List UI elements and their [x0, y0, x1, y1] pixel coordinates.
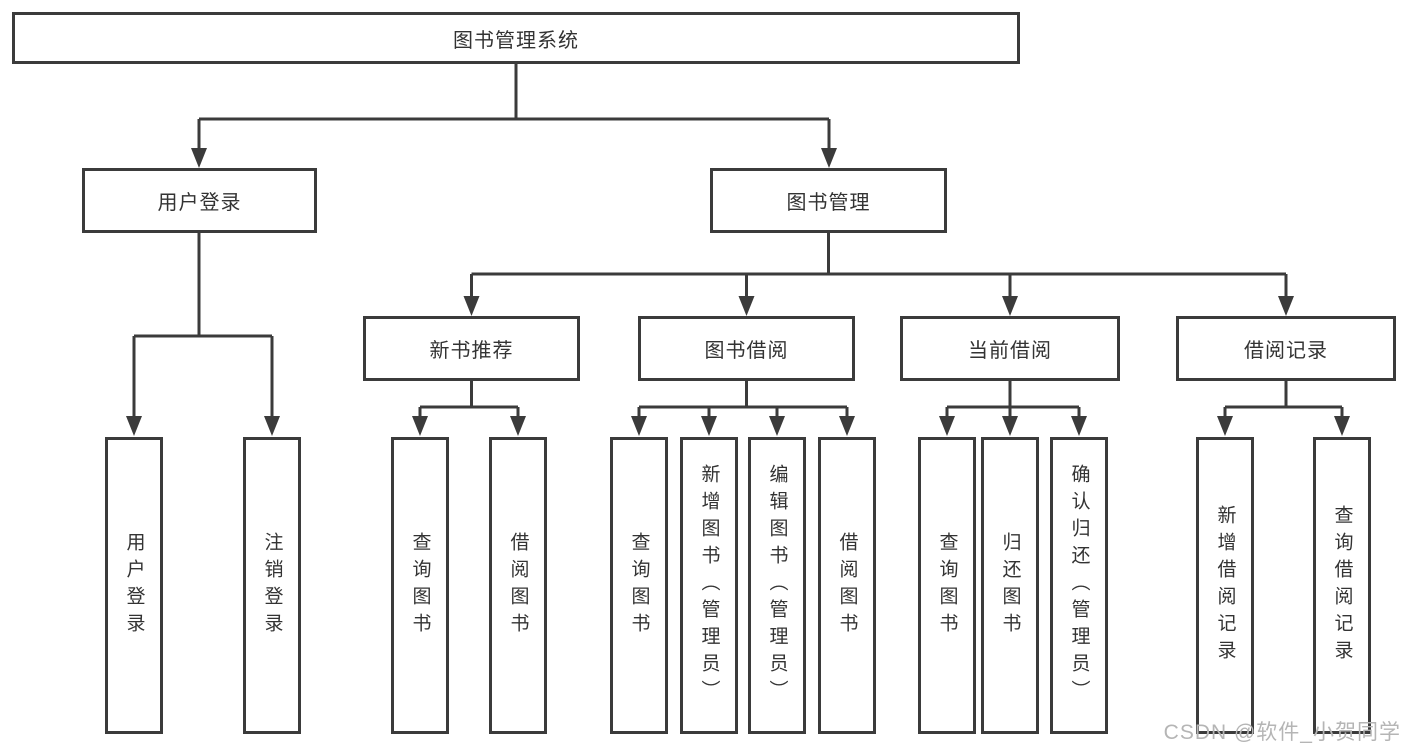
leaf-current-query-books: 查询图书 — [918, 437, 976, 734]
leaf-label: 查询图书 — [409, 531, 431, 640]
leaf-borrow-edit-books-admin: 编辑图书（管理员） — [748, 437, 806, 734]
leaf-records-add-record: 新增借阅记录 — [1196, 437, 1254, 734]
node-book-borrowing: 图书借阅 — [638, 316, 855, 381]
node-borrowing-records: 借阅记录 — [1176, 316, 1396, 381]
node-label: 当前借阅 — [968, 340, 1052, 362]
node-user-login: 用户登录 — [82, 168, 317, 233]
leaf-label: 查询借阅记录 — [1331, 504, 1353, 667]
node-label: 图书管理系统 — [453, 29, 579, 52]
leaf-label: 用户登录 — [123, 531, 145, 640]
arrowheads — [126, 148, 1350, 436]
node-label: 借阅记录 — [1244, 340, 1328, 362]
leaf-records-query-record: 查询借阅记录 — [1313, 437, 1371, 734]
leaf-label: 新增图书（管理员） — [698, 464, 720, 707]
leaf-newrec-query-books: 查询图书 — [391, 437, 449, 734]
leaf-logout: 注销登录 — [243, 437, 301, 734]
node-label: 图书管理 — [786, 192, 871, 214]
node-label: 用户登录 — [157, 192, 242, 214]
leaf-borrow-query-books: 查询图书 — [610, 437, 668, 734]
leaf-label: 查询图书 — [628, 531, 650, 640]
node-label: 新书推荐 — [429, 340, 514, 362]
leaf-user-login: 用户登录 — [105, 437, 163, 734]
node-current-borrowing: 当前借阅 — [900, 316, 1120, 381]
leaf-label: 归还图书 — [999, 531, 1021, 640]
leaf-label: 新增借阅记录 — [1214, 504, 1236, 667]
leaf-newrec-borrow-books: 借阅图书 — [489, 437, 547, 734]
connector-path — [132, 64, 1344, 421]
leaf-borrow-borrow-books: 借阅图书 — [818, 437, 876, 734]
leaf-label: 确认归还（管理员） — [1068, 464, 1090, 707]
leaf-label: 注销登录 — [261, 531, 283, 640]
node-new-book-recommend: 新书推荐 — [363, 316, 580, 381]
leaf-current-confirm-return-admin: 确认归还（管理员） — [1050, 437, 1108, 734]
leaf-label: 借阅图书 — [507, 531, 529, 640]
node-label: 图书借阅 — [704, 340, 789, 362]
node-book-management: 图书管理 — [710, 168, 947, 233]
leaf-current-return-books: 归还图书 — [981, 437, 1039, 734]
leaf-label: 编辑图书（管理员） — [766, 464, 788, 707]
leaf-borrow-add-books-admin: 新增图书（管理员） — [680, 437, 738, 734]
node-book-management-system: 图书管理系统 — [12, 12, 1020, 64]
leaf-label: 查询图书 — [936, 531, 958, 640]
csdn-watermark: CSDN @软件_小贺同学 — [1163, 721, 1401, 744]
leaf-label: 借阅图书 — [836, 531, 858, 640]
